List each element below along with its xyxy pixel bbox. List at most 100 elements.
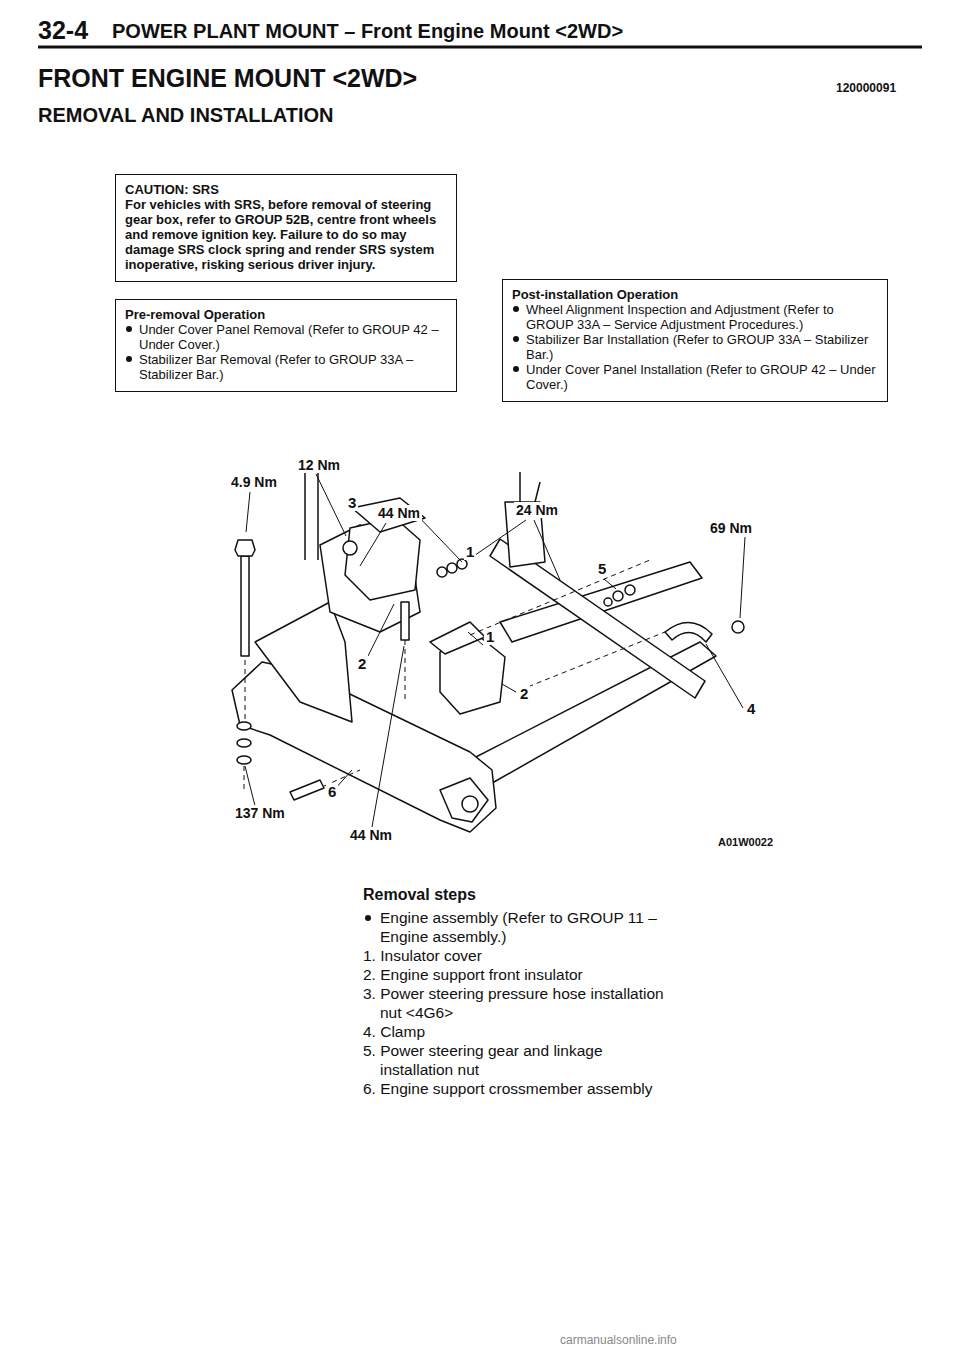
dashed-guide: [244, 560, 665, 790]
bullet-item: Under Cover Panel Installation (Refer to…: [512, 362, 878, 392]
crossmember-drawing: [305, 470, 318, 560]
leader-line: [468, 520, 526, 560]
leader-line: [316, 474, 346, 536]
crossmember-drawing: [430, 622, 485, 654]
leader-line: [706, 644, 743, 708]
bullet-item: Stabilizer Bar Installation (Refer to GR…: [512, 332, 878, 362]
callout-number: 3: [346, 494, 358, 511]
crossmember-drawing: [241, 556, 249, 656]
callout-number: 4: [745, 700, 757, 717]
box-heading: CAUTION: SRS: [125, 182, 447, 197]
crossmember-drawing: [235, 540, 255, 556]
leader-line: [604, 579, 616, 589]
item-text: Under Cover Panel Installation (Refer to…: [526, 362, 875, 392]
removal-step: Engine assembly (Refer to GROUP 11 – Eng…: [363, 908, 680, 946]
leader-line: [246, 492, 250, 532]
subheading: REMOVAL AND INSTALLATION: [38, 104, 334, 127]
leader-line: [360, 523, 386, 566]
leader-line: [502, 684, 516, 692]
leader-line: [372, 646, 404, 827]
torque-value: 12 Nm: [296, 457, 342, 473]
crossmember-drawing: [447, 563, 457, 573]
caution-text: For vehicles with SRS, before removal of…: [125, 197, 447, 272]
crossmember-drawing: [352, 498, 425, 532]
bullet-dot: [126, 356, 132, 362]
page-title: FRONT ENGINE MOUNT <2WD>: [38, 64, 417, 93]
crossmember-drawing: [732, 621, 744, 633]
removal-step: 6. Engine support crossmember assembly: [363, 1079, 680, 1098]
crossmember-drawing: [232, 470, 744, 832]
removal-step: 3. Power steering pressure hose installa…: [363, 984, 680, 1022]
bullet-dot: [126, 326, 132, 332]
crossmember-drawing: [665, 622, 712, 642]
box-heading: Post-installation Operation: [512, 287, 878, 302]
page-number: 32-4: [38, 16, 88, 45]
torque-value: 44 Nm: [376, 505, 422, 521]
bullet-item: Under Cover Panel Removal (Refer to GROU…: [125, 322, 447, 352]
crossmember-drawing: [437, 567, 447, 577]
crossmember-drawing: [457, 559, 467, 569]
operation-box: Post-installation OperationWheel Alignme…: [502, 279, 888, 402]
watermark: carmanualsonline.info: [560, 1334, 677, 1348]
torque-value: 4.9 Nm: [229, 474, 279, 490]
removal-step: 4. Clamp: [363, 1022, 680, 1041]
dashed-guide: [405, 640, 406, 700]
crossmember-drawing: [290, 780, 324, 800]
header-rule: [38, 46, 922, 49]
bullet-dot: [513, 366, 519, 372]
callout-number: 6: [326, 783, 338, 800]
callout-number: 1: [484, 628, 496, 645]
section-header: POWER PLANT MOUNT – Front Engine Mount <…: [112, 20, 623, 43]
crossmember-drawing: [237, 739, 251, 747]
callout-number: 5: [596, 560, 608, 577]
crossmember-drawing: [625, 585, 635, 595]
item-text: Stabilizer Bar Installation (Refer to GR…: [526, 332, 868, 362]
item-text: Stabilizer Bar Removal (Refer to GROUP 3…: [139, 352, 413, 382]
leader-line: [416, 514, 462, 562]
torque-value: 69 Nm: [708, 520, 754, 536]
leader-line: [245, 474, 745, 827]
crossmember-drawing: [440, 778, 488, 822]
crossmember-drawing: [237, 756, 251, 764]
removal-step: 1. Insulator cover: [363, 946, 680, 965]
callout-number: 2: [518, 685, 530, 702]
dashed-guide: [520, 632, 665, 690]
bullet-dot: [513, 336, 519, 342]
removal-step: 2. Engine support front insulator: [363, 965, 680, 984]
bullet-item: Stabilizer Bar Removal (Refer to GROUP 3…: [125, 352, 447, 382]
list-heading: Removal steps: [363, 886, 476, 904]
crossmember-drawing: [343, 541, 357, 555]
dashed-guide: [470, 560, 650, 635]
leader-line: [740, 537, 745, 618]
torque-value: 44 Nm: [348, 827, 394, 843]
leader-line: [368, 604, 394, 656]
leader-line: [468, 632, 483, 645]
crossmember-drawing: [237, 722, 251, 730]
dashed-guide: [244, 766, 245, 790]
bullet-dot: [365, 915, 371, 921]
torque-value: 137 Nm: [233, 805, 287, 821]
torque-value: 24 Nm: [514, 502, 560, 518]
document-code: 120000091: [836, 82, 896, 96]
leader-line: [534, 520, 560, 580]
bullet-item: Wheel Alignment Inspection and Adjustmen…: [512, 302, 878, 332]
crossmember-drawing: [255, 602, 352, 722]
callout-number: 2: [356, 655, 368, 672]
item-text: Under Cover Panel Removal (Refer to GROU…: [139, 322, 439, 352]
crossmember-drawing: [604, 598, 612, 606]
crossmember-drawing: [462, 796, 478, 812]
bullet-dot: [513, 306, 519, 312]
crossmember-drawing: [520, 472, 540, 502]
operation-box: Pre-removal OperationUnder Cover Panel R…: [115, 299, 457, 392]
header-rule: [38, 47, 922, 48]
leader-line: [245, 766, 255, 806]
crossmember-drawing: [401, 602, 409, 640]
item-text: Wheel Alignment Inspection and Adjustmen…: [526, 302, 834, 332]
removal-step: 5. Power steering gear and linkage insta…: [363, 1041, 680, 1079]
crossmember-drawing: [613, 591, 623, 601]
caution-box: CAUTION: SRSFor vehicles with SRS, befor…: [115, 174, 457, 282]
callout-number: 1: [464, 543, 476, 560]
figure-code: A01W0022: [718, 836, 773, 849]
box-heading: Pre-removal Operation: [125, 307, 447, 322]
